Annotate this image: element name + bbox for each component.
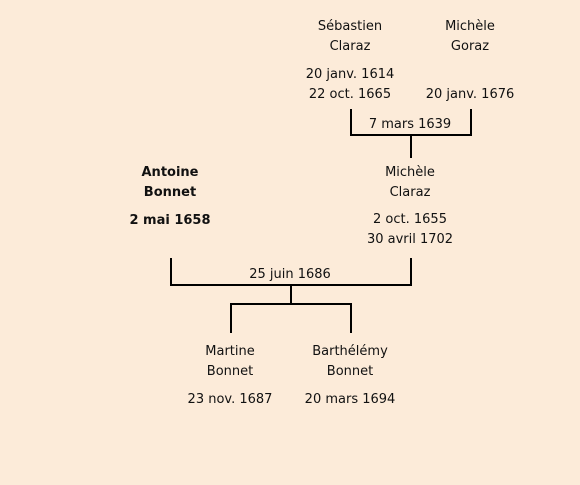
sebastien-first-name: Sébastien [317, 19, 383, 34]
martine-date: 23 nov. 1687 [187, 392, 273, 407]
barthelemy-last-name: Bonnet [326, 364, 374, 379]
goraz-last-name: Goraz [450, 39, 490, 54]
goraz-first-name: Michèle [445, 19, 495, 34]
michele-claraz-first-name: Michèle [385, 165, 435, 180]
barthelemy-date: 20 mars 1694 [304, 392, 396, 407]
antoine-last-name: Bonnet [143, 185, 197, 200]
martine-first-name: Martine [205, 344, 255, 359]
sebastien-death-date: 22 oct. 1665 [308, 87, 392, 102]
michele-claraz-death-date: 30 avril 1702 [366, 232, 454, 247]
barthelemy-first-name: Barthélémy [312, 344, 388, 359]
goraz-death-date: 20 janv. 1676 [425, 87, 515, 102]
marriage-claraz-goraz-date: 7 mars 1639 [368, 117, 452, 132]
antoine-date: 2 mai 1658 [129, 213, 211, 228]
michele-claraz-last-name: Claraz [389, 185, 431, 200]
sebastien-birth-date: 20 janv. 1614 [305, 67, 395, 82]
antoine-first-name: Antoine [141, 165, 199, 180]
michele-claraz-birth-date: 2 oct. 1655 [373, 212, 447, 227]
marriage-bonnet-claraz-date: 25 juin 1686 [249, 267, 331, 282]
martine-last-name: Bonnet [206, 364, 254, 379]
sebastien-last-name: Claraz [329, 39, 371, 54]
